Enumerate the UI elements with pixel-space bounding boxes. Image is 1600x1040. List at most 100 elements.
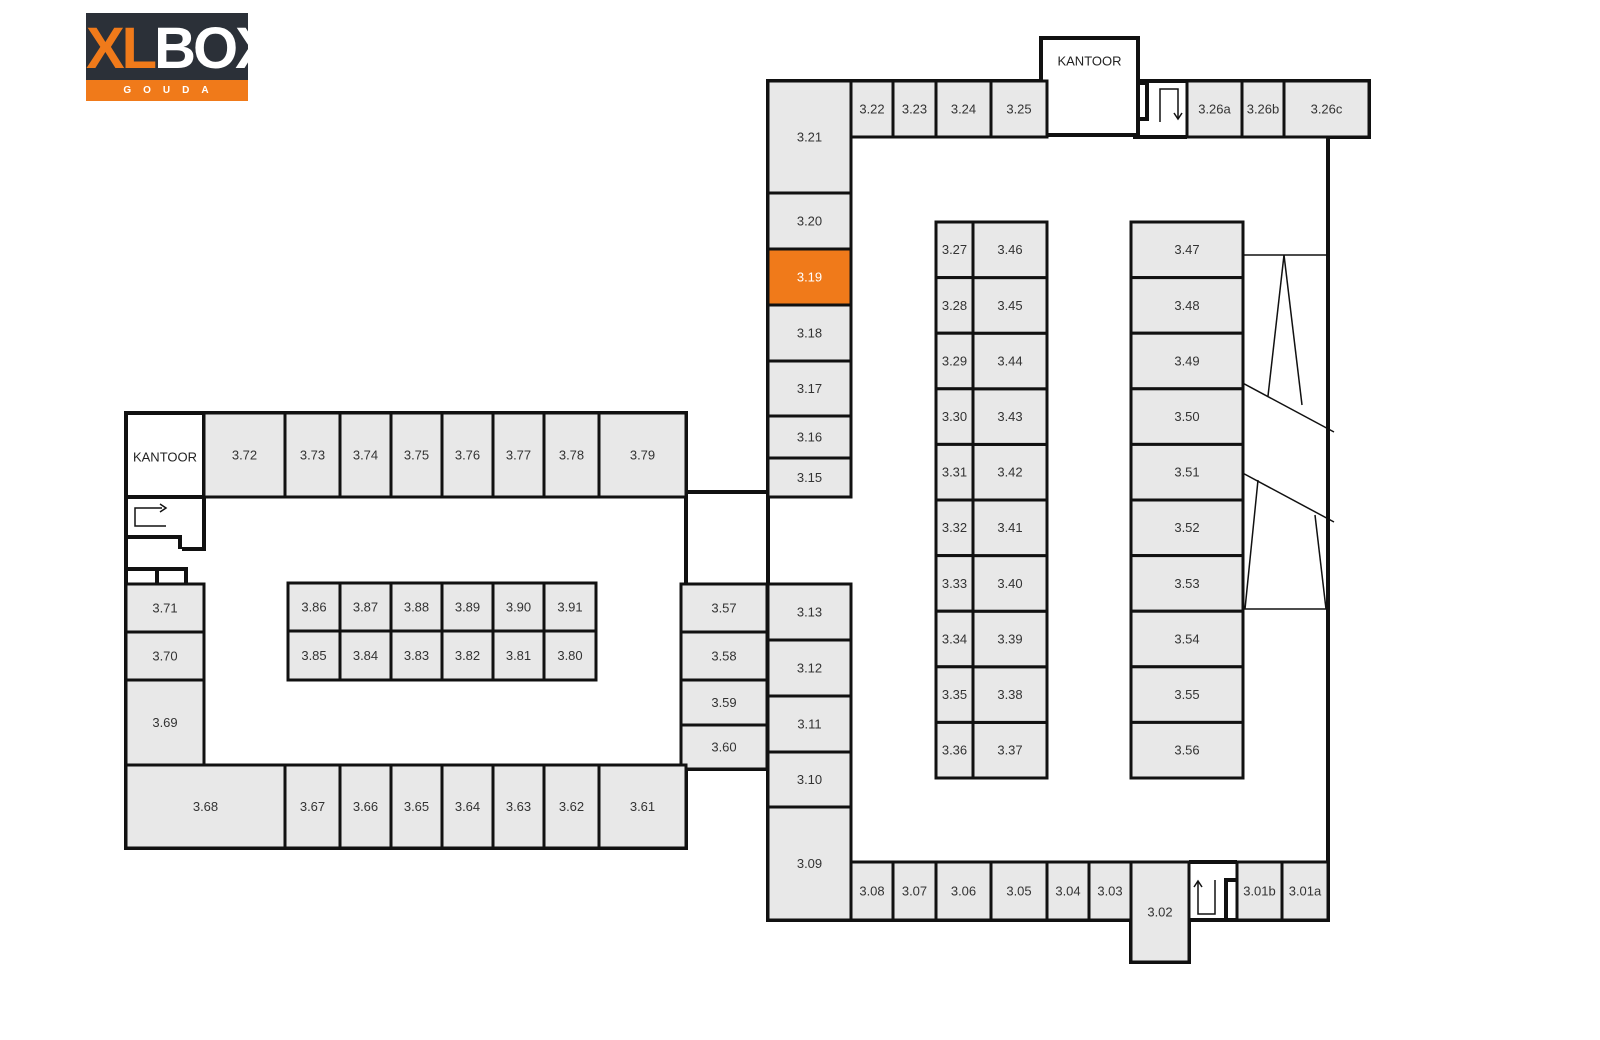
storage-unit-3-34[interactable]: 3.34 — [934, 609, 975, 669]
storage-unit-3-59[interactable]: 3.59 — [679, 678, 769, 727]
storage-unit-3-53[interactable]: 3.53 — [1129, 554, 1245, 613]
storage-unit-3-86[interactable]: 3.86 — [286, 581, 342, 633]
storage-unit-3-12[interactable]: 3.12 — [766, 638, 853, 698]
storage-unit-3-10[interactable]: 3.10 — [766, 750, 853, 809]
storage-unit-3-35[interactable]: 3.35 — [934, 665, 975, 724]
storage-unit-3-26a[interactable]: 3.26a — [1185, 79, 1244, 139]
storage-unit-3-64[interactable]: 3.64 — [440, 763, 495, 850]
storage-unit-3-22[interactable]: 3.22 — [849, 79, 895, 139]
storage-unit-3-50[interactable]: 3.50 — [1129, 387, 1245, 446]
storage-unit-3-72[interactable]: 3.72 — [202, 411, 287, 499]
storage-unit-3-51[interactable]: 3.51 — [1129, 442, 1245, 502]
storage-unit-3-90[interactable]: 3.90 — [491, 581, 546, 633]
storage-unit-3-80[interactable]: 3.80 — [542, 629, 598, 682]
office-label: KANTOOR — [133, 449, 197, 464]
storage-unit-3-40[interactable]: 3.40 — [971, 554, 1049, 613]
storage-unit-3-66[interactable]: 3.66 — [338, 763, 393, 850]
storage-unit-3-37[interactable]: 3.37 — [971, 720, 1049, 780]
unit-label: 3.19 — [797, 269, 822, 284]
storage-unit-3-17[interactable]: 3.17 — [766, 359, 853, 418]
unit-label: 3.42 — [997, 465, 1022, 480]
storage-unit-3-19[interactable]: 3.19 — [766, 247, 853, 307]
storage-unit-3-79[interactable]: 3.79 — [597, 411, 688, 499]
storage-unit-3-70[interactable]: 3.70 — [124, 630, 206, 682]
storage-unit-3-54[interactable]: 3.54 — [1129, 609, 1245, 669]
storage-unit-3-09[interactable]: 3.09 — [766, 805, 853, 922]
storage-unit-3-56[interactable]: 3.56 — [1129, 720, 1245, 780]
storage-unit-3-13[interactable]: 3.13 — [766, 582, 853, 642]
storage-unit-3-60[interactable]: 3.60 — [679, 723, 769, 771]
storage-unit-3-26c[interactable]: 3.26c — [1282, 79, 1371, 139]
storage-unit-3-91[interactable]: 3.91 — [542, 581, 598, 633]
storage-unit-3-84[interactable]: 3.84 — [338, 629, 393, 682]
storage-unit-3-73[interactable]: 3.73 — [283, 411, 342, 499]
storage-unit-3-28[interactable]: 3.28 — [934, 276, 975, 335]
storage-unit-3-41[interactable]: 3.41 — [971, 498, 1049, 558]
storage-unit-3-27[interactable]: 3.27 — [934, 220, 975, 280]
storage-unit-3-63[interactable]: 3.63 — [491, 763, 546, 850]
storage-unit-3-76[interactable]: 3.76 — [440, 411, 495, 499]
storage-unit-3-69[interactable]: 3.69 — [124, 678, 206, 767]
storage-unit-3-03[interactable]: 3.03 — [1087, 860, 1133, 922]
storage-unit-3-29[interactable]: 3.29 — [934, 331, 975, 391]
unit-label: 3.48 — [1174, 298, 1199, 313]
storage-unit-3-83[interactable]: 3.83 — [389, 629, 444, 682]
storage-unit-3-48[interactable]: 3.48 — [1129, 276, 1245, 335]
storage-unit-3-23[interactable]: 3.23 — [891, 79, 938, 139]
storage-unit-3-43[interactable]: 3.43 — [971, 387, 1049, 446]
storage-unit-3-32[interactable]: 3.32 — [934, 498, 975, 558]
storage-unit-3-05[interactable]: 3.05 — [989, 860, 1049, 922]
storage-unit-3-65[interactable]: 3.65 — [389, 763, 444, 850]
storage-unit-3-08[interactable]: 3.08 — [849, 860, 895, 922]
storage-unit-3-62[interactable]: 3.62 — [542, 763, 601, 850]
storage-unit-3-75[interactable]: 3.75 — [389, 411, 444, 499]
storage-unit-3-15[interactable]: 3.15 — [766, 456, 853, 499]
storage-unit-3-33[interactable]: 3.33 — [934, 554, 975, 613]
storage-unit-3-07[interactable]: 3.07 — [891, 860, 938, 922]
storage-unit-3-77[interactable]: 3.77 — [491, 411, 546, 499]
storage-unit-3-04[interactable]: 3.04 — [1045, 860, 1091, 922]
storage-unit-3-85[interactable]: 3.85 — [286, 629, 342, 682]
storage-unit-3-16[interactable]: 3.16 — [766, 414, 853, 460]
storage-unit-3-89[interactable]: 3.89 — [440, 581, 495, 633]
storage-unit-3-57[interactable]: 3.57 — [679, 582, 769, 634]
storage-unit-3-55[interactable]: 3.55 — [1129, 665, 1245, 724]
storage-unit-3-39[interactable]: 3.39 — [971, 609, 1049, 669]
storage-unit-3-36[interactable]: 3.36 — [934, 720, 975, 780]
storage-unit-3-45[interactable]: 3.45 — [971, 276, 1049, 335]
storage-unit-3-44[interactable]: 3.44 — [971, 331, 1049, 391]
storage-unit-3-87[interactable]: 3.87 — [338, 581, 393, 633]
logo-city: GOUDA — [86, 80, 248, 101]
storage-unit-3-42[interactable]: 3.42 — [971, 442, 1049, 502]
storage-unit-3-46[interactable]: 3.46 — [971, 220, 1049, 280]
storage-unit-3-49[interactable]: 3.49 — [1129, 331, 1245, 391]
storage-unit-3-68[interactable]: 3.68 — [124, 763, 287, 850]
storage-unit-3-18[interactable]: 3.18 — [766, 303, 853, 363]
storage-unit-3-71[interactable]: 3.71 — [124, 582, 206, 634]
storage-unit-3-67[interactable]: 3.67 — [283, 763, 342, 850]
storage-unit-3-01b[interactable]: 3.01b — [1235, 860, 1284, 922]
storage-unit-3-01a[interactable]: 3.01a — [1280, 860, 1330, 922]
storage-unit-3-81[interactable]: 3.81 — [491, 629, 546, 682]
unit-label: 3.36 — [942, 743, 967, 758]
storage-unit-3-74[interactable]: 3.74 — [338, 411, 393, 499]
storage-unit-3-78[interactable]: 3.78 — [542, 411, 601, 499]
storage-unit-3-30[interactable]: 3.30 — [934, 387, 975, 446]
storage-unit-3-20[interactable]: 3.20 — [766, 191, 853, 251]
storage-unit-3-47[interactable]: 3.47 — [1129, 220, 1245, 280]
storage-unit-3-58[interactable]: 3.58 — [679, 630, 769, 682]
storage-unit-3-61[interactable]: 3.61 — [597, 763, 688, 850]
storage-unit-3-88[interactable]: 3.88 — [389, 581, 444, 633]
storage-unit-3-02[interactable]: 3.02 — [1129, 860, 1191, 964]
storage-unit-3-24[interactable]: 3.24 — [934, 79, 993, 139]
unit-box — [766, 247, 853, 307]
storage-unit-3-25[interactable]: 3.25 — [989, 79, 1049, 139]
storage-unit-3-11[interactable]: 3.11 — [766, 694, 853, 754]
storage-unit-3-52[interactable]: 3.52 — [1129, 498, 1245, 558]
storage-unit-3-82[interactable]: 3.82 — [440, 629, 495, 682]
storage-unit-3-06[interactable]: 3.06 — [934, 860, 993, 922]
storage-unit-3-31[interactable]: 3.31 — [934, 442, 975, 502]
storage-unit-3-38[interactable]: 3.38 — [971, 665, 1049, 724]
storage-unit-3-21[interactable]: 3.21 — [766, 79, 853, 195]
storage-unit-3-26b[interactable]: 3.26b — [1240, 79, 1286, 139]
